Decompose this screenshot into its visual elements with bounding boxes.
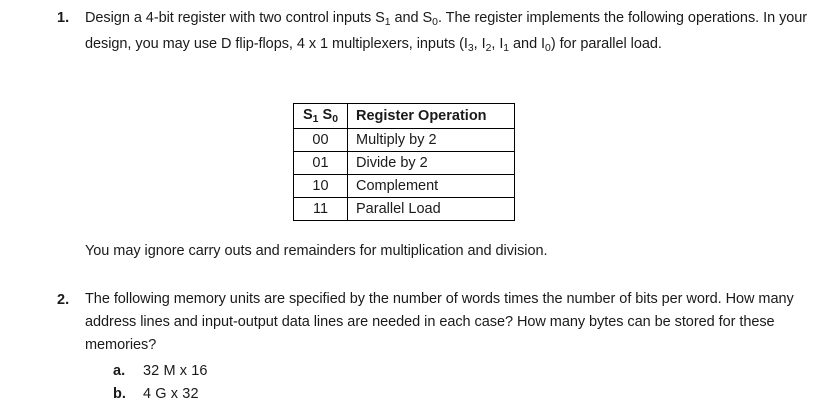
register-operation-table: S1 S0 Register Operation 00 Multiply by … [293,103,515,221]
problem-1-marker: 1. [57,10,70,26]
list-item: b. 4 G x 32 [113,383,208,406]
problem-1-text-segment-3: . The register implements the following … [85,10,808,52]
subscript-i0: 0 [545,42,551,54]
sub-item-text-b: 4 G x 32 [143,386,199,402]
column-header-selector: S1 S0 [293,103,348,129]
sub-item-marker-b: b. [113,386,126,402]
problem-1-text-segment-7: ) for parallel load. [550,36,662,52]
cell-selector: 01 [293,151,348,175]
problem-1-text: Design a 4-bit register with two control… [85,6,817,58]
cell-operation: Complement [347,174,515,198]
table-header-row: S1 S0 Register Operation [293,103,515,129]
cell-selector: 10 [293,174,348,198]
problem-2-sub-list: a. 32 M x 16 b. 4 G x 32 [113,360,208,406]
cell-selector: 00 [293,128,348,152]
column-header-selector-s0-subscript: 0 [332,113,338,125]
problem-2: 2. The following memory units are specif… [57,288,817,357]
subscript-i3: 3 [467,42,474,54]
problem-1: 1. Design a 4-bit register with two cont… [57,6,817,58]
problem-1-text-segment-4: , I [473,36,486,52]
carry-out-note: You may ignore carry outs and remainders… [85,243,548,259]
problem-1-text-segment-5: , I [491,36,504,52]
column-header-selector-s0-label: S [318,107,333,123]
table-row: 11 Parallel Load [293,197,515,221]
cell-operation: Divide by 2 [347,151,515,175]
subscript-s1: 1 [384,16,391,28]
list-item: a. 32 M x 16 [113,360,208,383]
problem-1-text-segment-6: and I [509,36,546,52]
cell-operation: Multiply by 2 [347,128,515,152]
problem-2-text: The following memory units are specified… [85,291,794,353]
cell-selector: 11 [293,197,348,221]
subscript-s0: 0 [432,16,438,28]
table-row: 01 Divide by 2 [293,151,515,175]
problem-1-text-segment-1: Design a 4-bit register with two control… [85,10,385,26]
table-row: 00 Multiply by 2 [293,128,515,152]
sub-item-marker-a: a. [113,363,126,379]
column-header-selector-s1-label: S [303,107,313,123]
table-row: 10 Complement [293,174,515,198]
column-header-operation: Register Operation [347,103,515,129]
subscript-i1: 1 [503,42,510,54]
subscript-i2: 2 [485,42,492,54]
problem-1-text-segment-2: and S [390,10,433,26]
column-header-selector-s1-subscript: 1 [312,113,319,125]
cell-operation: Parallel Load [347,197,515,221]
problem-2-marker: 2. [57,292,70,308]
sub-item-text-a: 32 M x 16 [143,363,208,379]
